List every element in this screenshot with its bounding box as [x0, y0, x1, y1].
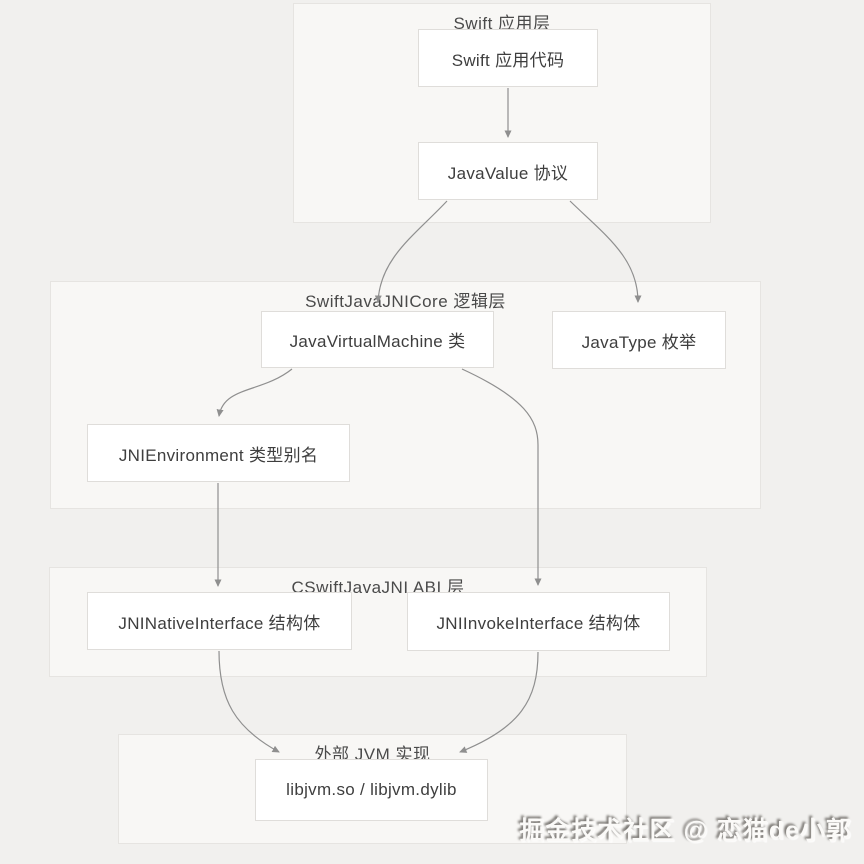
node-javavalue-protocol: JavaValue 协议 [418, 142, 598, 200]
node-libjvm: libjvm.so / libjvm.dylib [255, 759, 488, 821]
node-swift-app-code: Swift 应用代码 [418, 29, 598, 87]
watermark-text: 掘金技术社区 @ 恋猫de小郭 [519, 817, 852, 845]
node-jninativeinterface-struct: JNINativeInterface 结构体 [87, 592, 352, 650]
node-jnienvironment-typealias: JNIEnvironment 类型别名 [87, 424, 350, 482]
node-jniinvokeinterface-struct: JNIInvokeInterface 结构体 [407, 592, 670, 651]
group-title-swiftjavajnicore-layer: SwiftJavaJNICore 逻辑层 [305, 292, 506, 311]
node-javatype-enum: JavaType 枚举 [552, 311, 726, 369]
group-title-swift-app-layer: Swift 应用层 [453, 14, 551, 33]
node-javavirtualmachine-class: JavaVirtualMachine 类 [261, 311, 494, 368]
